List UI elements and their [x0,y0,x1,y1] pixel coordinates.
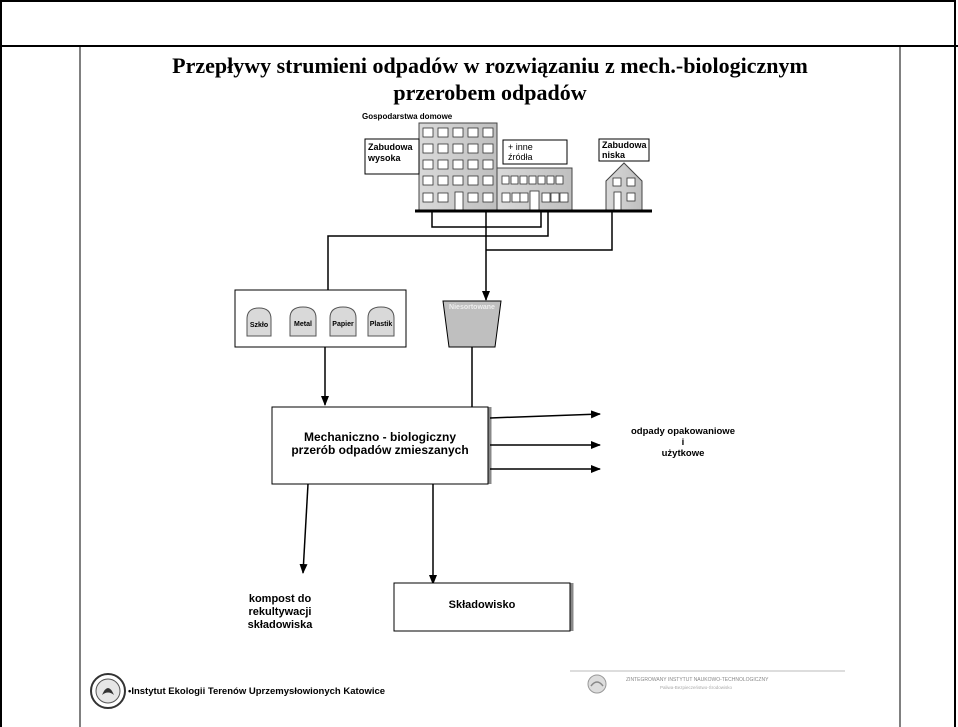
partner-tagline: Paliwa-Bezpieczeństwo-Środowisko [660,685,733,690]
packaging-output-label: odpady opakowaniowe i użytkowe [631,426,735,459]
processing-box [271,406,489,485]
low-building-label-box [598,138,650,162]
collection-lines [327,211,613,301]
high-building-label: Zabudowa wysoka [368,142,413,163]
container-icons [246,306,395,337]
partner-logo [587,674,607,694]
unsorted-bin-icon [442,300,502,348]
container-paper-label: Papier [332,321,354,328]
partner-name: ZINTEGROWANY INSTYTUT NAUKOWO-TECHNOLOGI… [626,677,769,683]
commercial-building-icon [496,167,573,212]
unsorted-label: Niesortowane [449,304,495,311]
other-sources-label: + inne źródła [508,142,533,162]
output-arrows [299,410,601,585]
low-building-label: Zabudowa niska [602,140,647,160]
other-sources-label-box [502,139,568,165]
processing-label: Mechaniczno - biologiczny przerób odpadó… [291,430,469,457]
high-building-label-box [364,138,420,175]
compost-output-label: kompost do rekultywacji składowiska [247,593,313,631]
slide-title-line1: Przepływy strumieni odpadów w rozwiązani… [172,53,808,78]
households-label: Gospodarstwa domowe [362,112,453,121]
container-metal-label: Metal [294,321,312,328]
house-icon [605,162,643,212]
institute-logo [90,673,126,709]
landfill-label: Składowisko [448,599,516,611]
container-plastic-label: Plastik [369,321,393,328]
landfill-box [393,582,571,632]
container-glass-label: Szkło [249,322,269,329]
slide-title-line2: przerobem odpadów [393,80,587,105]
tall-building-icon [418,122,498,212]
institute-name: •Instytut Ekologii Terenów Uprzemysłowio… [128,686,386,697]
